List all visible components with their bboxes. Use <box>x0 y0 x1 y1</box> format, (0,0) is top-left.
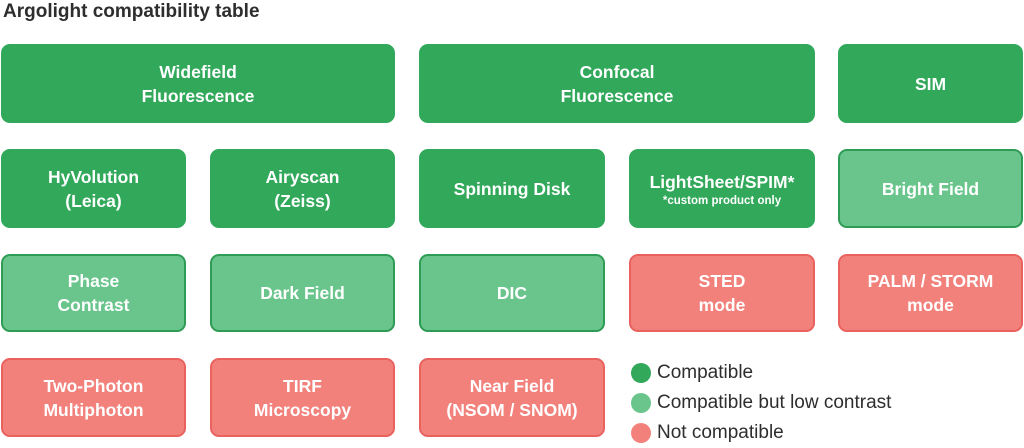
compatible-dot-icon <box>631 363 651 383</box>
legend-item-not-compatible: Not compatible <box>631 418 891 448</box>
tile-label: Dark Field <box>260 283 345 303</box>
tile-label: Multiphoton <box>43 399 144 420</box>
tile-label: Phase <box>67 271 120 291</box>
tile-palm-storm-mode: PALM / STORM mode <box>838 254 1023 332</box>
tile-bright-field: Bright Field <box>838 149 1023 228</box>
tile-label: Two-Photon <box>43 375 144 396</box>
tile-label: LightSheet/SPIM* <box>649 171 795 192</box>
tile-hyvolution-leica: HyVolution (Leica) <box>1 149 186 228</box>
legend: Compatible Compatible but low contrast N… <box>631 358 891 448</box>
tile-label: (Zeiss) <box>274 190 331 211</box>
tile-label: STED <box>698 271 746 291</box>
tile-label: DIC <box>496 283 528 303</box>
tile-tirf-microscopy: TIRF Microscopy <box>210 358 395 437</box>
tile-label: Airyscan <box>265 166 340 187</box>
tile-label: Microscopy <box>253 399 352 420</box>
tile-label: HyVolution <box>47 166 140 187</box>
tile-label: Confocal <box>579 61 655 82</box>
tile-label: mode <box>698 295 746 315</box>
tile-label: TIRF <box>283 375 322 396</box>
tile-label: Bright Field <box>881 178 980 199</box>
tile-near-field-nsom-snom: Near Field (NSOM / SNOM) <box>419 358 605 437</box>
tile-label: (NSOM / SNOM) <box>446 399 578 420</box>
legend-label: Compatible <box>657 362 754 383</box>
tile-label: Widefield <box>159 61 237 82</box>
legend-label: Compatible but low contrast <box>657 392 892 413</box>
tile-label: mode <box>907 295 954 315</box>
tile-label: Near Field <box>469 375 555 396</box>
low-contrast-dot-icon <box>631 393 651 413</box>
not-compatible-dot-icon <box>631 423 651 443</box>
tile-label: Spinning Disk <box>453 178 571 199</box>
tile-spinning-disk: Spinning Disk <box>419 149 605 228</box>
tile-airyscan-zeiss: Airyscan (Zeiss) <box>210 149 395 228</box>
legend-label: Not compatible <box>657 422 784 443</box>
tile-label: Fluorescence <box>560 85 674 106</box>
tile-label: Contrast <box>57 295 130 315</box>
tile-label: (Leica) <box>65 190 122 211</box>
tile-sted-mode: STED mode <box>629 254 815 332</box>
tile-label: Fluorescence <box>141 85 255 106</box>
tile-dic: DIC <box>419 254 605 332</box>
tile-label: SIM <box>914 73 947 94</box>
tile-label: PALM / STORM <box>867 271 994 291</box>
tile-dark-field: Dark Field <box>210 254 395 332</box>
legend-item-compatible: Compatible <box>631 358 891 388</box>
tile-sim: SIM <box>838 44 1023 123</box>
page-title: Argolight compatibility table <box>3 1 260 22</box>
tile-footnote: *custom product only <box>662 194 782 207</box>
tile-lightsheet-spim: LightSheet/SPIM* *custom product only <box>629 149 815 228</box>
legend-item-low-contrast: Compatible but low contrast <box>631 388 891 418</box>
